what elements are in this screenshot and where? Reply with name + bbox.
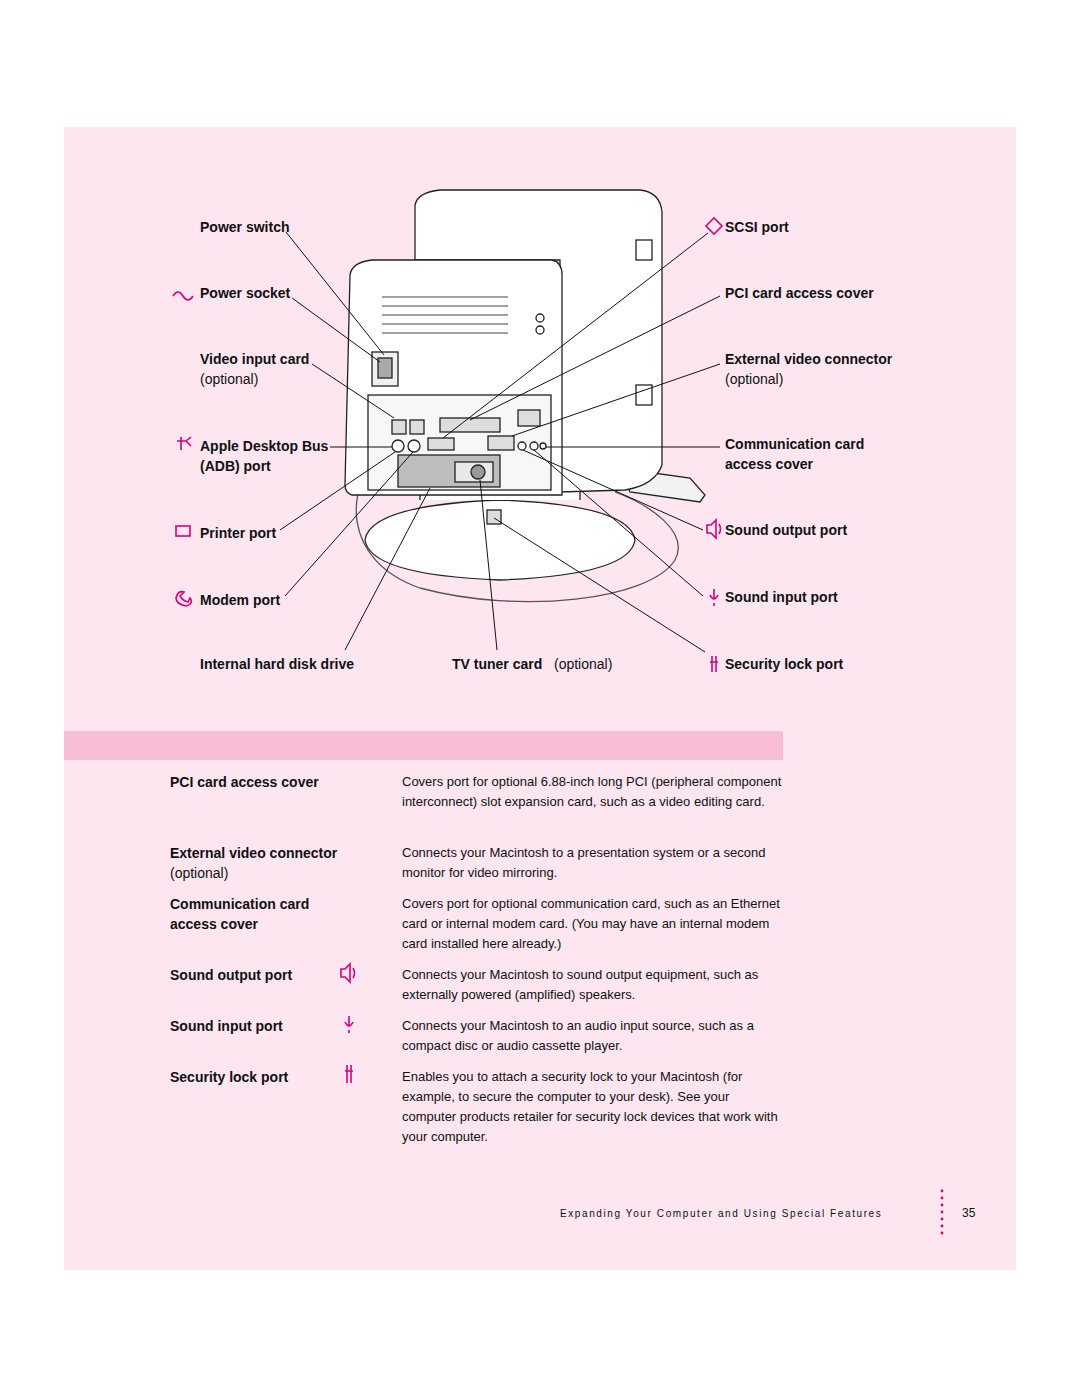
callout-label: Modem port <box>200 590 280 610</box>
table-description: Connects your Macintosh to an audio inpu… <box>402 1016 784 1056</box>
table-description: Connects your Macintosh to a presentatio… <box>402 843 784 883</box>
callout-note: (optional) <box>554 654 612 674</box>
callout-label: TV tuner card <box>452 654 542 674</box>
table-term: Sound input port <box>170 1016 283 1036</box>
page-number: 35 <box>962 1203 975 1223</box>
table-description: Enables you to attach a security lock to… <box>402 1067 784 1147</box>
callout-label: Power socket <box>200 283 290 303</box>
callout-label: Sound output port <box>725 520 847 540</box>
callout-label: Printer port <box>200 523 276 543</box>
table-description: Covers port for optional 6.88-inch long … <box>402 772 784 812</box>
table-term: Sound output port <box>170 965 292 985</box>
callout-label: Power switch <box>200 217 289 237</box>
callout-note: (optional) <box>200 369 258 389</box>
callout-label: Communication card access cover <box>725 434 877 474</box>
callout-label: Apple Desktop Bus (ADB) port <box>200 436 338 476</box>
callout-label: Security lock port <box>725 654 843 674</box>
table-term: External video connector <box>170 843 337 863</box>
footer-text: Expanding Your Computer and Using Specia… <box>560 1204 882 1224</box>
table-header-band <box>64 731 783 760</box>
table-note: (optional) <box>170 863 228 883</box>
callout-label: Internal hard disk drive <box>200 654 354 674</box>
table-term: Security lock port <box>170 1067 288 1087</box>
table-term: Communication card access cover <box>170 894 322 934</box>
table-description: Covers port for optional communication c… <box>402 894 784 954</box>
callout-label: SCSI port <box>725 217 789 237</box>
table-description: Connects your Macintosh to sound output … <box>402 965 784 1005</box>
callout-label: PCI card access cover <box>725 283 874 303</box>
callout-label: External video connector <box>725 349 892 369</box>
callout-note: (optional) <box>725 369 783 389</box>
callout-label: Sound input port <box>725 587 838 607</box>
callout-label: Video input card <box>200 349 309 369</box>
table-term: PCI card access cover <box>170 772 319 792</box>
